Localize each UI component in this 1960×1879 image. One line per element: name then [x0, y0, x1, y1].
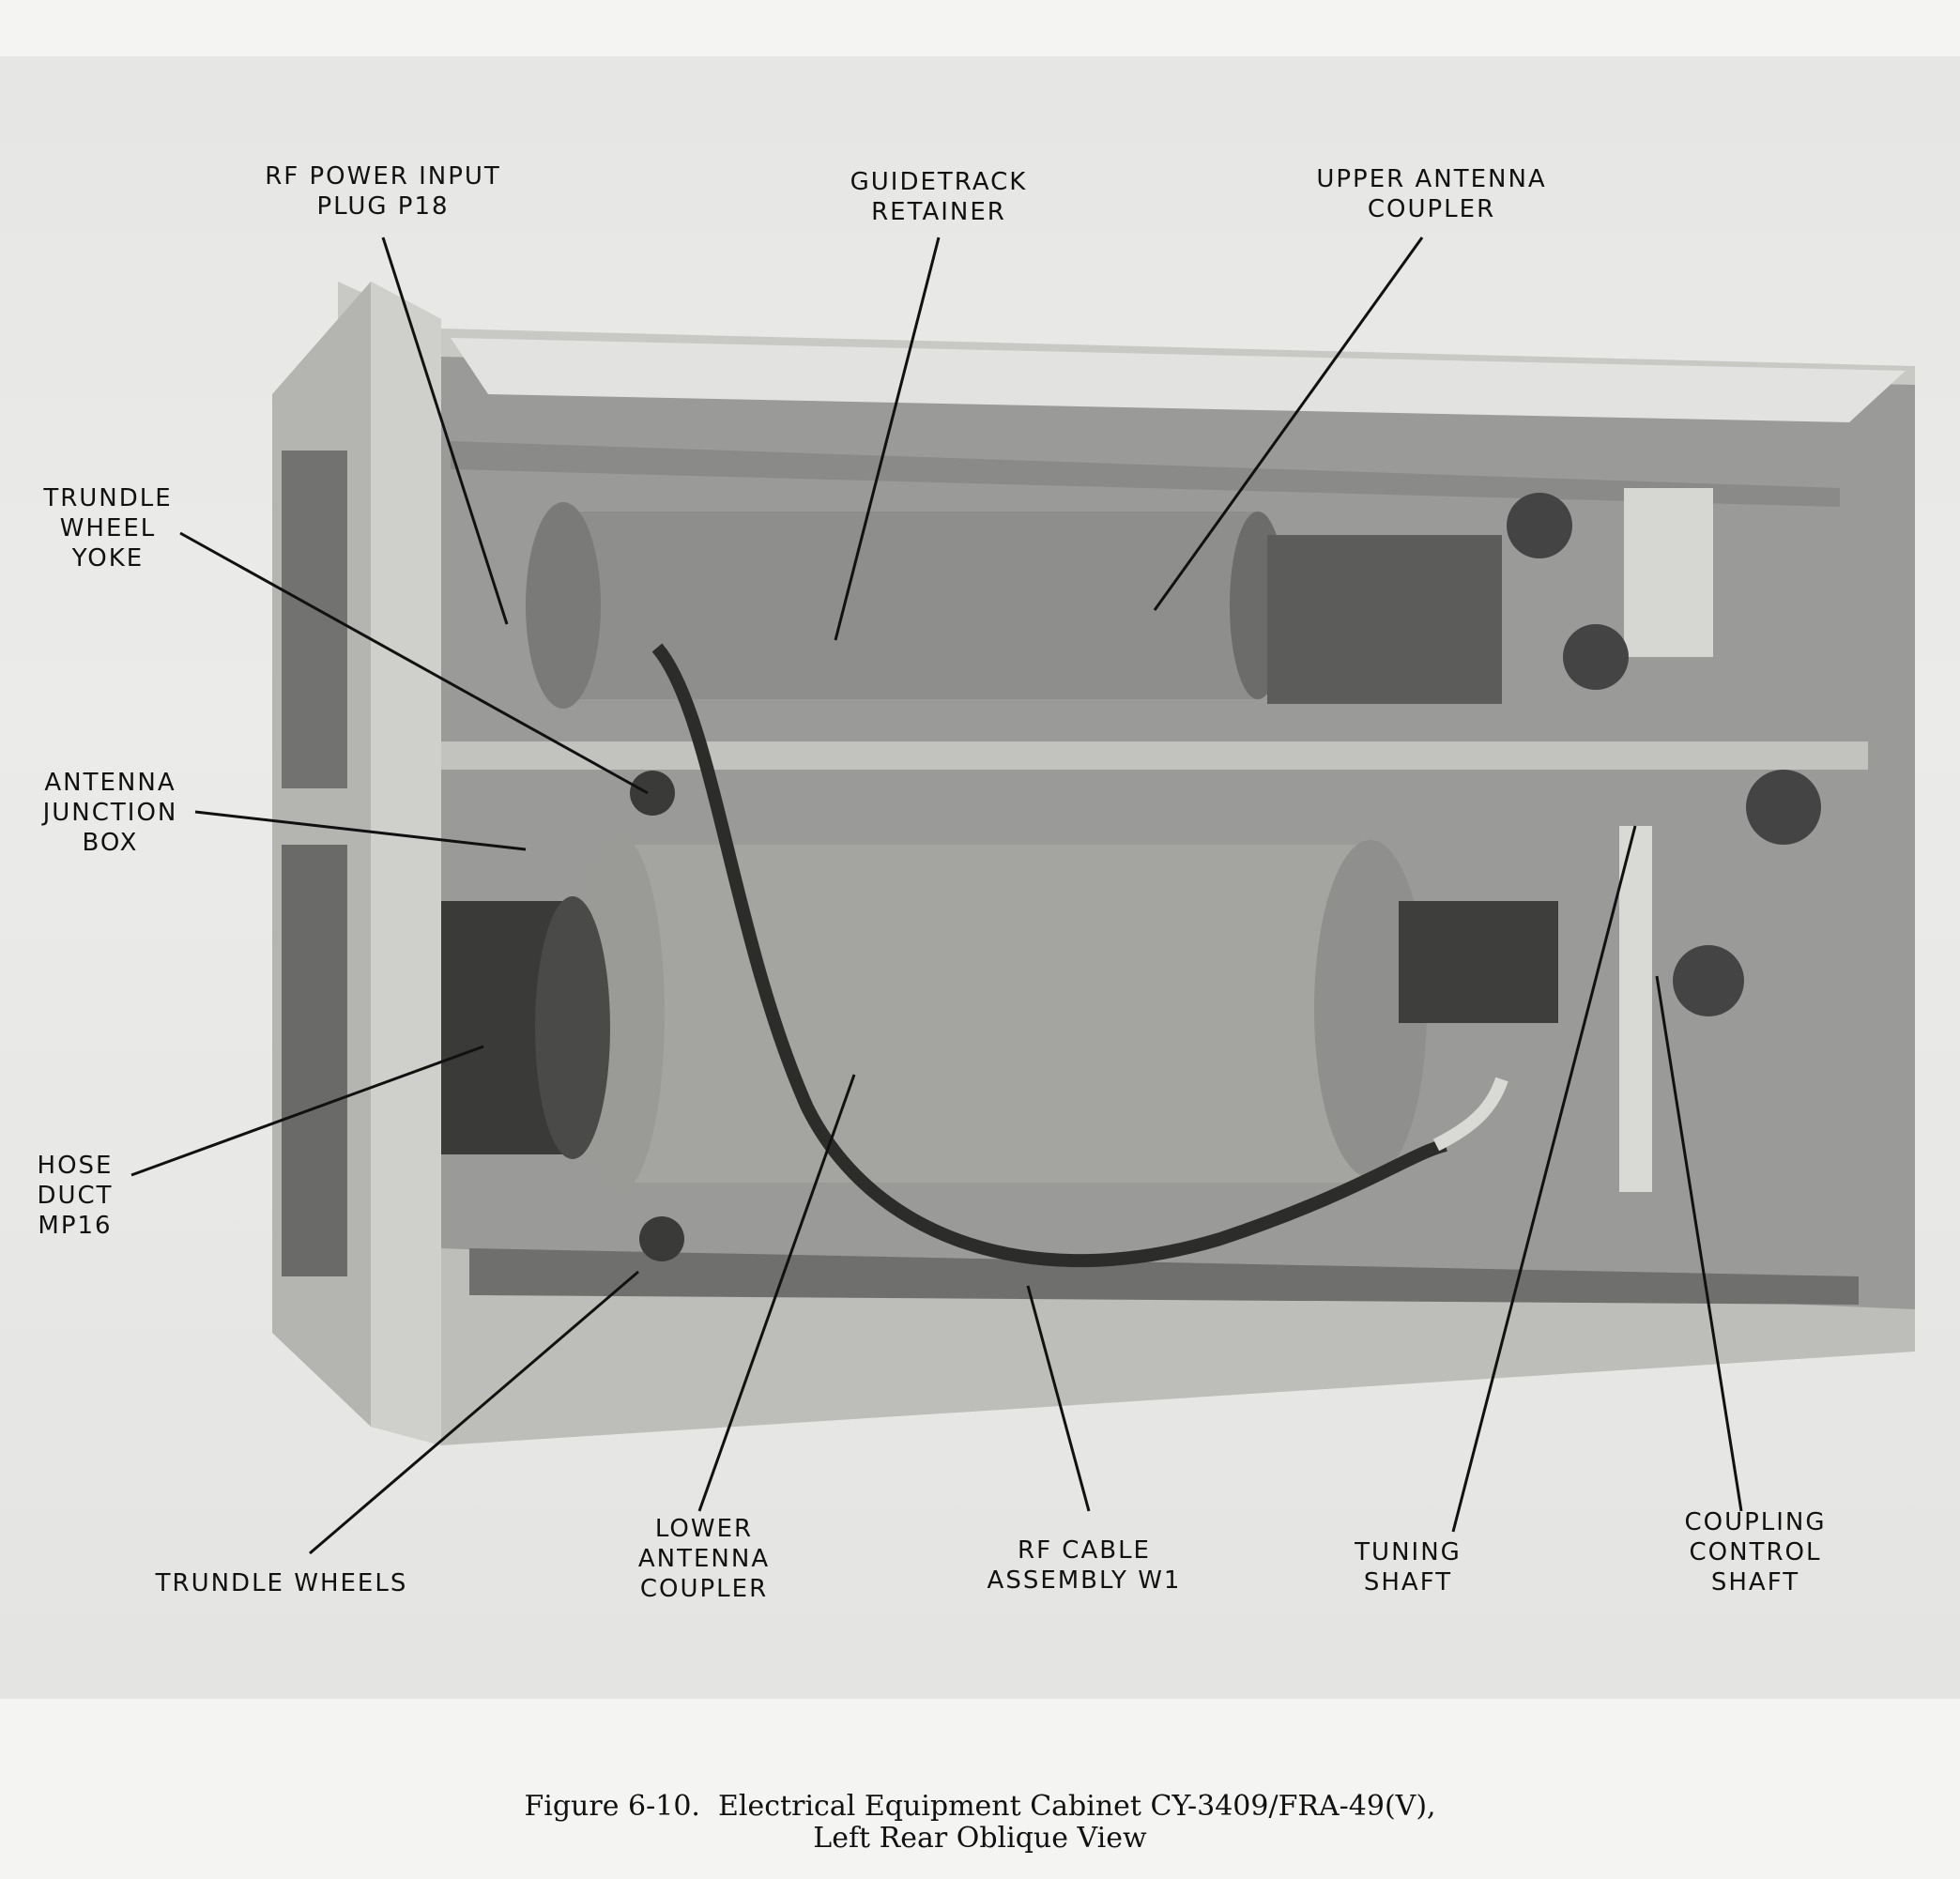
figure-caption-line-1: Figure 6-10. Electrical Equipment Cabine… [524, 1790, 1436, 1823]
upper-coupler-end [526, 502, 601, 709]
leader-tuning-shaft [1451, 825, 1637, 1533]
cabinet-top-opening [451, 338, 1906, 422]
right-mechanism-box [1624, 488, 1713, 657]
callout-coupling-control-shaft: COUPLING CONTROL SHAFT [1684, 1508, 1827, 1596]
callout-hose-duct: HOSE DUCT MP16 [37, 1152, 114, 1240]
lower-coupler-body [620, 845, 1370, 1183]
rf-cable [651, 643, 1447, 1268]
hose-duct-end [535, 896, 610, 1159]
leader-upper-antenna-coupler [1153, 237, 1424, 611]
lower-coupler-window [1399, 901, 1558, 1023]
upper-coupler-body [563, 512, 1258, 699]
middle-shelf-rail [441, 741, 1868, 770]
callout-lower-antenna-coupler: LOWER ANTENNA COUPLER [637, 1515, 771, 1603]
leader-lower-antenna-coupler [697, 1074, 856, 1512]
leader-antenna-junction-box [194, 810, 527, 851]
left-fitting-2 [282, 845, 347, 1276]
upper-coupler-housing [1267, 535, 1502, 704]
trundle-wheel-lower [639, 1216, 684, 1261]
coupling-gear-2 [1673, 945, 1744, 1016]
leader-trundle-wheels [309, 1270, 639, 1555]
leader-guidetrack-retainer [834, 237, 941, 641]
callout-rf-cable-assembly: RF CABLE ASSEMBLY W1 [987, 1536, 1182, 1595]
right-bracket [1619, 826, 1652, 1192]
callout-rf-power-input: RF POWER INPUT PLUG P18 [265, 162, 501, 221]
cabinet-left-face [371, 282, 441, 1445]
figure-caption-line-2: Left Rear Oblique View [813, 1822, 1147, 1855]
coupling-gear-1 [1746, 770, 1821, 845]
callout-trundle-wheels: TRUNDLE WHEELS [155, 1569, 408, 1597]
tuning-gear-lower [1563, 624, 1629, 690]
leader-trundle-wheel-yoke [179, 531, 649, 795]
trundle-wheel-upper [630, 771, 675, 816]
rf-cable-connector [1432, 1077, 1508, 1152]
callout-guidetrack-retainer: GUIDETRACK RETAINER [850, 168, 1028, 226]
leader-hose-duct [130, 1045, 484, 1177]
cabinet-bottom-inner [469, 1248, 1859, 1305]
leader-lines [130, 237, 1743, 1555]
top-crossbar [451, 441, 1840, 507]
leader-rf-cable-assembly [1026, 1285, 1091, 1512]
callout-antenna-junction-box: ANTENNA JUNCTION BOX [42, 769, 178, 857]
callout-upper-antenna-coupler: UPPER ANTENNA COUPLER [1316, 165, 1547, 223]
tuning-gear-upper [1507, 493, 1572, 558]
leader-coupling-control-shaft [1655, 975, 1743, 1512]
leader-rf-power-input [381, 237, 509, 625]
figure-caption: Figure 6-10. Electrical Equipment Cabine… [0, 1791, 1960, 1855]
callout-trundle-wheel-yoke: TRUNDLE WHEEL YOKE [43, 484, 173, 573]
callout-tuning-shaft: TUNING SHAFT [1355, 1538, 1462, 1596]
